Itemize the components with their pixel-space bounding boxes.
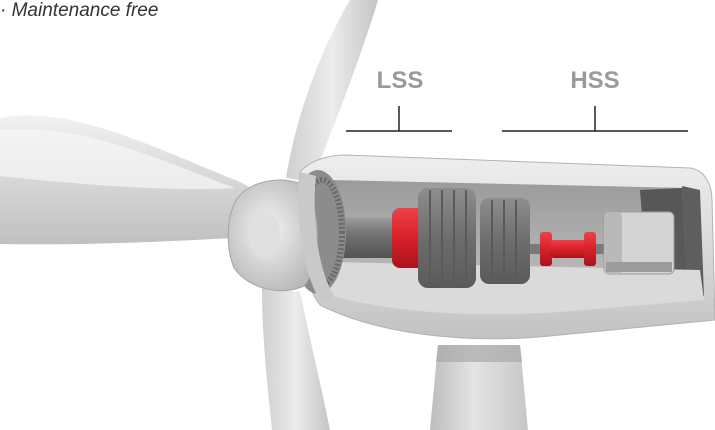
gearbox-stage-1: [418, 188, 476, 288]
hub-flange-teeth: [299, 177, 345, 287]
gearbox-stage-1-ribs: [429, 190, 467, 286]
label-lss: LSS: [376, 67, 424, 94]
gearbox-stage-2-ribs: [491, 200, 517, 282]
rotor-blade-bottom: [262, 288, 330, 430]
label-hss: HSS: [570, 67, 620, 94]
generator-base: [606, 262, 672, 272]
hub-nose: [248, 210, 280, 258]
tower-shadow: [436, 345, 522, 362]
rotor-blade-top: [286, 0, 378, 182]
tower: [430, 345, 528, 430]
lss-callout-bracket: [346, 106, 452, 132]
generator-end-cap: [604, 212, 622, 274]
main-shaft-lss: [330, 218, 410, 258]
rotor-blade-left-highlight: [0, 128, 235, 190]
hss-coupling-tube: [550, 240, 588, 258]
hss-coupling-left-flange: [540, 232, 552, 266]
nacelle-front-lip: [298, 172, 334, 304]
hss-callout-bracket: [502, 106, 688, 132]
hss-coupling-right-flange: [584, 232, 596, 266]
caption-maintenance-free: · Maintenance free: [0, 0, 159, 21]
